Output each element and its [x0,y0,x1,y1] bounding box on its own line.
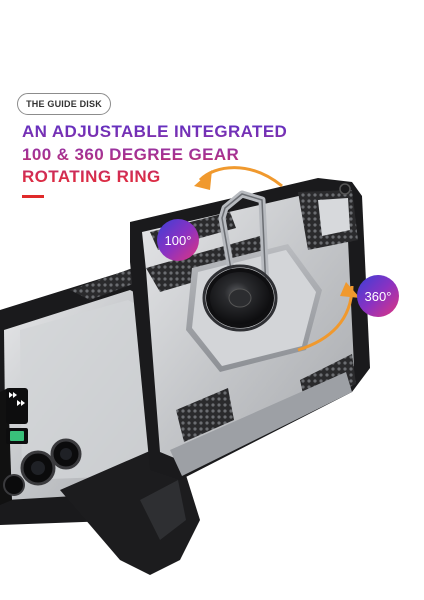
fast-forward-icon [17,400,25,406]
guide-disk-badge: THE GUIDE DISK [17,93,111,115]
angle-badge-360: 360° [357,275,399,317]
rotation-arrow-lower [297,282,360,352]
double-arrow-icon [9,392,17,398]
accent-underline [22,195,44,198]
angle-badge-360-label: 360° [365,289,392,304]
case-lower-half [0,262,200,575]
case-upper-half [130,178,370,480]
angle-badge-100-label: 100° [165,233,192,248]
rotation-arrow-upper [194,166,283,190]
camera-lens-icon [3,438,82,496]
rotating-disc [202,264,278,332]
angle-badge-100: 100° [157,219,199,261]
